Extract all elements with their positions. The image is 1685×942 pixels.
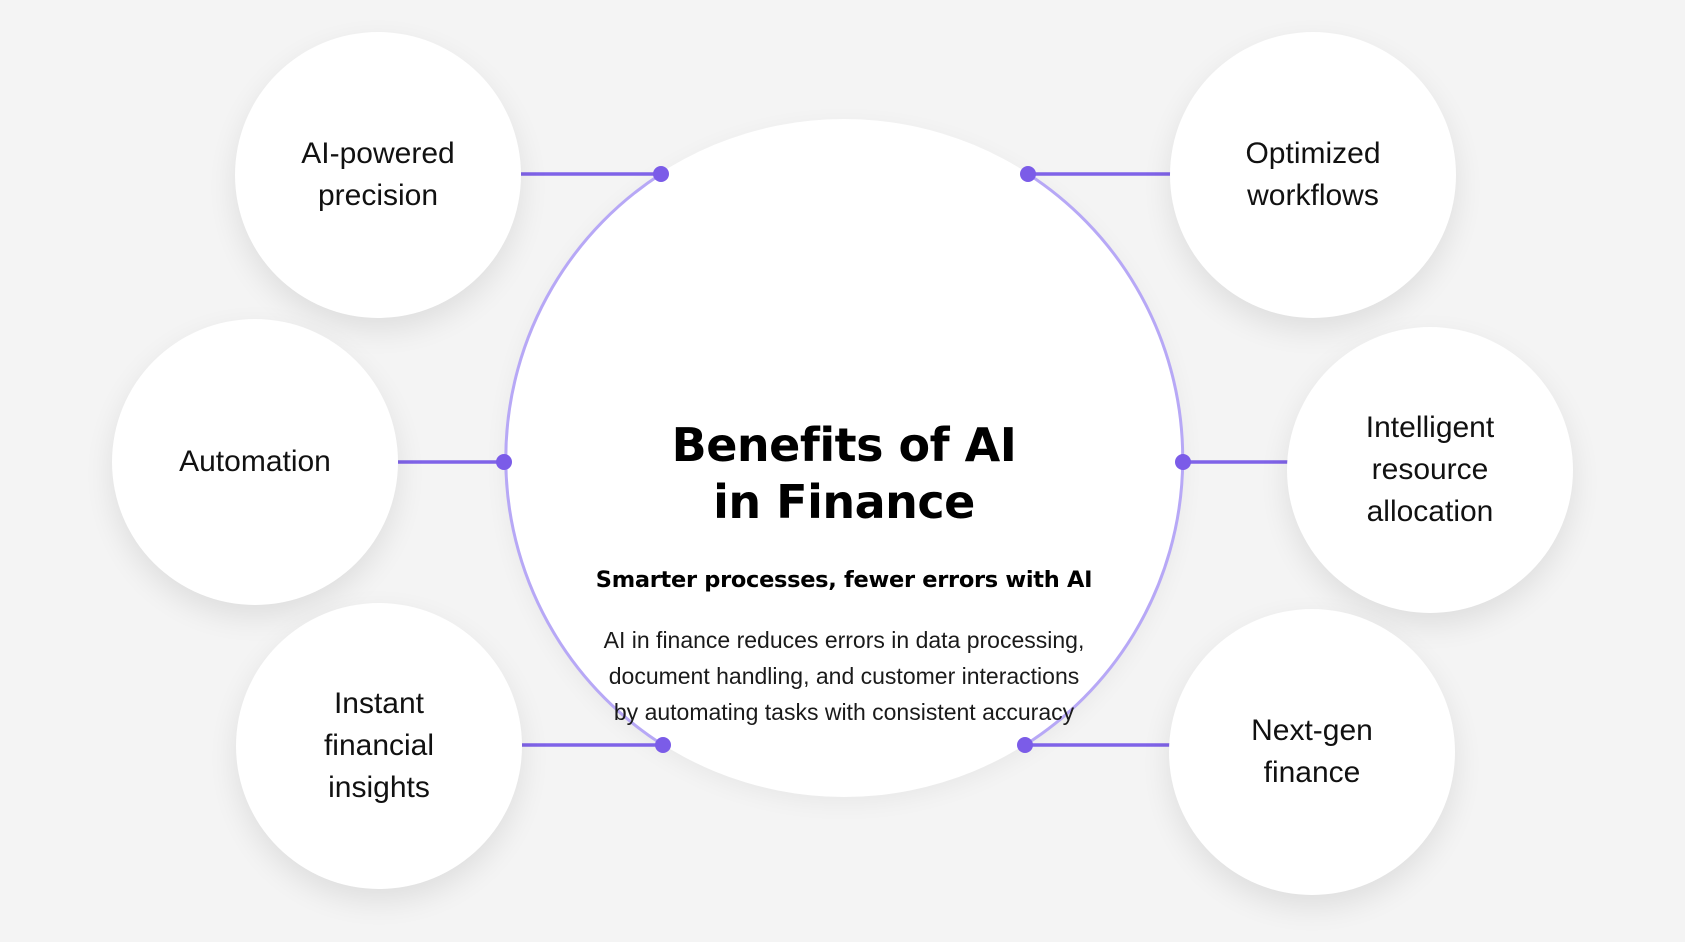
description-line: AI in finance reduces errors in data pro… [603,627,1085,653]
benefit-label-line: insights [328,771,430,804]
benefit-label: Intelligent resource allocation [1366,407,1494,533]
benefit-node-automation: Automation [112,319,398,605]
description-line: document handling, and customer interact… [608,663,1080,689]
benefit-node-intelligent-resource-allocation: Intelligent resource allocation [1287,327,1573,613]
diagram-title: Benefits of AI in Finance [505,417,1183,531]
description-line: by automating tasks with consistent accu… [613,699,1075,725]
benefit-label-line: resource [1371,453,1489,486]
benefit-label: Instant financial insights [324,683,434,809]
benefit-node-instant-financial-insights: Instant financial insights [236,603,522,889]
benefit-label-line: precision [317,179,439,212]
benefit-label: Optimized workflows [1245,133,1380,217]
benefit-label-line: workflows [1247,179,1379,212]
benefit-label: Automation [179,441,331,483]
benefit-node-next-gen-finance: Next-gen finance [1169,609,1455,895]
benefit-label-line: Next-gen [1251,714,1373,747]
benefit-label-line: AI-powered [301,137,455,170]
title-line: Benefits of AI [671,418,1017,472]
benefit-node-optimized-workflows: Optimized workflows [1170,32,1456,318]
benefit-label-line: Optimized [1245,137,1381,170]
diagram-subtitle: Smarter processes, fewer errors with AI [595,567,1093,593]
title-line: in Finance [713,475,975,529]
benefit-label-line: Instant [333,687,425,720]
benefit-label: AI-powered precision [301,133,454,217]
central-content: Benefits of AI in Finance Smarter proces… [505,119,1183,797]
benefit-label-line: finance [1263,756,1361,789]
benefit-label: Next-gen finance [1251,710,1373,794]
diagram-description: AI in finance reduces errors in data pro… [505,622,1183,730]
benefit-label-line: Automation [179,445,331,478]
benefit-label-line: Intelligent [1365,411,1495,444]
benefit-label-line: financial [323,729,435,762]
benefit-label-line: allocation [1366,495,1494,528]
benefit-node-ai-powered-precision: AI-powered precision [235,32,521,318]
